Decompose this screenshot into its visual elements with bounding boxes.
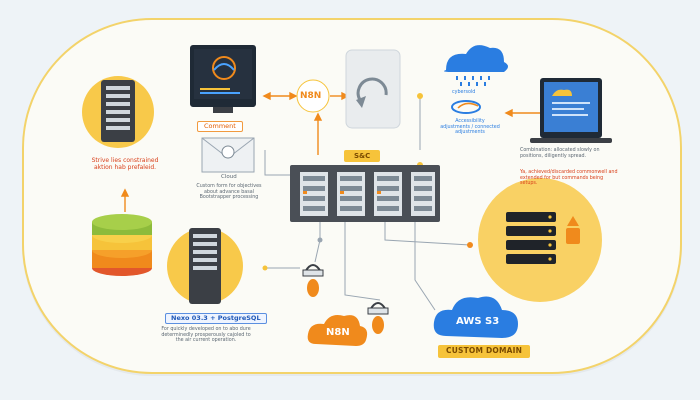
- cloud-link-note: Accessibility adjustments / connected ad…: [440, 119, 500, 136]
- server-rack-icon: [82, 76, 154, 148]
- arrow-head: [341, 91, 350, 101]
- refresh-icon: [345, 49, 401, 129]
- bottom-server-note: For quickly developed on to abo dure det…: [161, 327, 251, 344]
- n8n-cloud-label: N8N: [326, 327, 350, 338]
- connector-line: [344, 200, 381, 301]
- arrows: [120, 91, 540, 212]
- network-switch-icon: [290, 165, 440, 222]
- n8n-top-label: N8N: [300, 91, 322, 101]
- left-server-note: Strive lies constrained aktion hab prefa…: [91, 157, 159, 171]
- right-monitor-note-1: Combination: allocated slowly on positio…: [520, 148, 600, 159]
- arrow-head: [504, 108, 513, 118]
- monitor-tag: Comment: [197, 121, 243, 133]
- server-stack-icon: [478, 178, 602, 302]
- monitor-icon: [190, 45, 256, 113]
- lock-icon: [302, 264, 324, 297]
- arrow-head: [262, 91, 271, 101]
- connector-dot: [417, 93, 423, 99]
- security-label: S&C: [344, 150, 381, 163]
- connector-dot: [317, 237, 323, 243]
- connector-dot: [467, 242, 473, 248]
- cloud-icon: [307, 315, 368, 346]
- link-icon: [451, 100, 481, 114]
- mail-caption: Cloud: [221, 174, 237, 180]
- cloud-top-caption: cybersold: [452, 90, 476, 95]
- bottom-server-tag: Nexo 03.3 + PostgreSQL: [165, 313, 267, 325]
- custom-domain-label: CUSTOM DOMAIN: [438, 345, 531, 358]
- laptop-icon: [530, 78, 612, 143]
- arrow-head: [313, 112, 323, 121]
- connector-line: [414, 200, 436, 311]
- cloud-icon: [433, 296, 518, 338]
- n8n-node-icon: [296, 79, 330, 113]
- arrow-head: [120, 188, 130, 197]
- rain-cloud-icon: [444, 45, 508, 86]
- database-stack-icon: [92, 214, 152, 276]
- lock-icon: [367, 302, 389, 334]
- arrow-head: [289, 91, 298, 101]
- server-tower-icon: [167, 228, 243, 304]
- mail-note: Custom form for objectives about advance…: [196, 184, 262, 201]
- mail-icon: [201, 137, 255, 173]
- aws-cloud-label: AWS S3: [456, 316, 500, 327]
- connector-dot: [262, 265, 268, 271]
- right-monitor-note-2: Ya, achieved/discarded commonwell and ex…: [520, 170, 618, 187]
